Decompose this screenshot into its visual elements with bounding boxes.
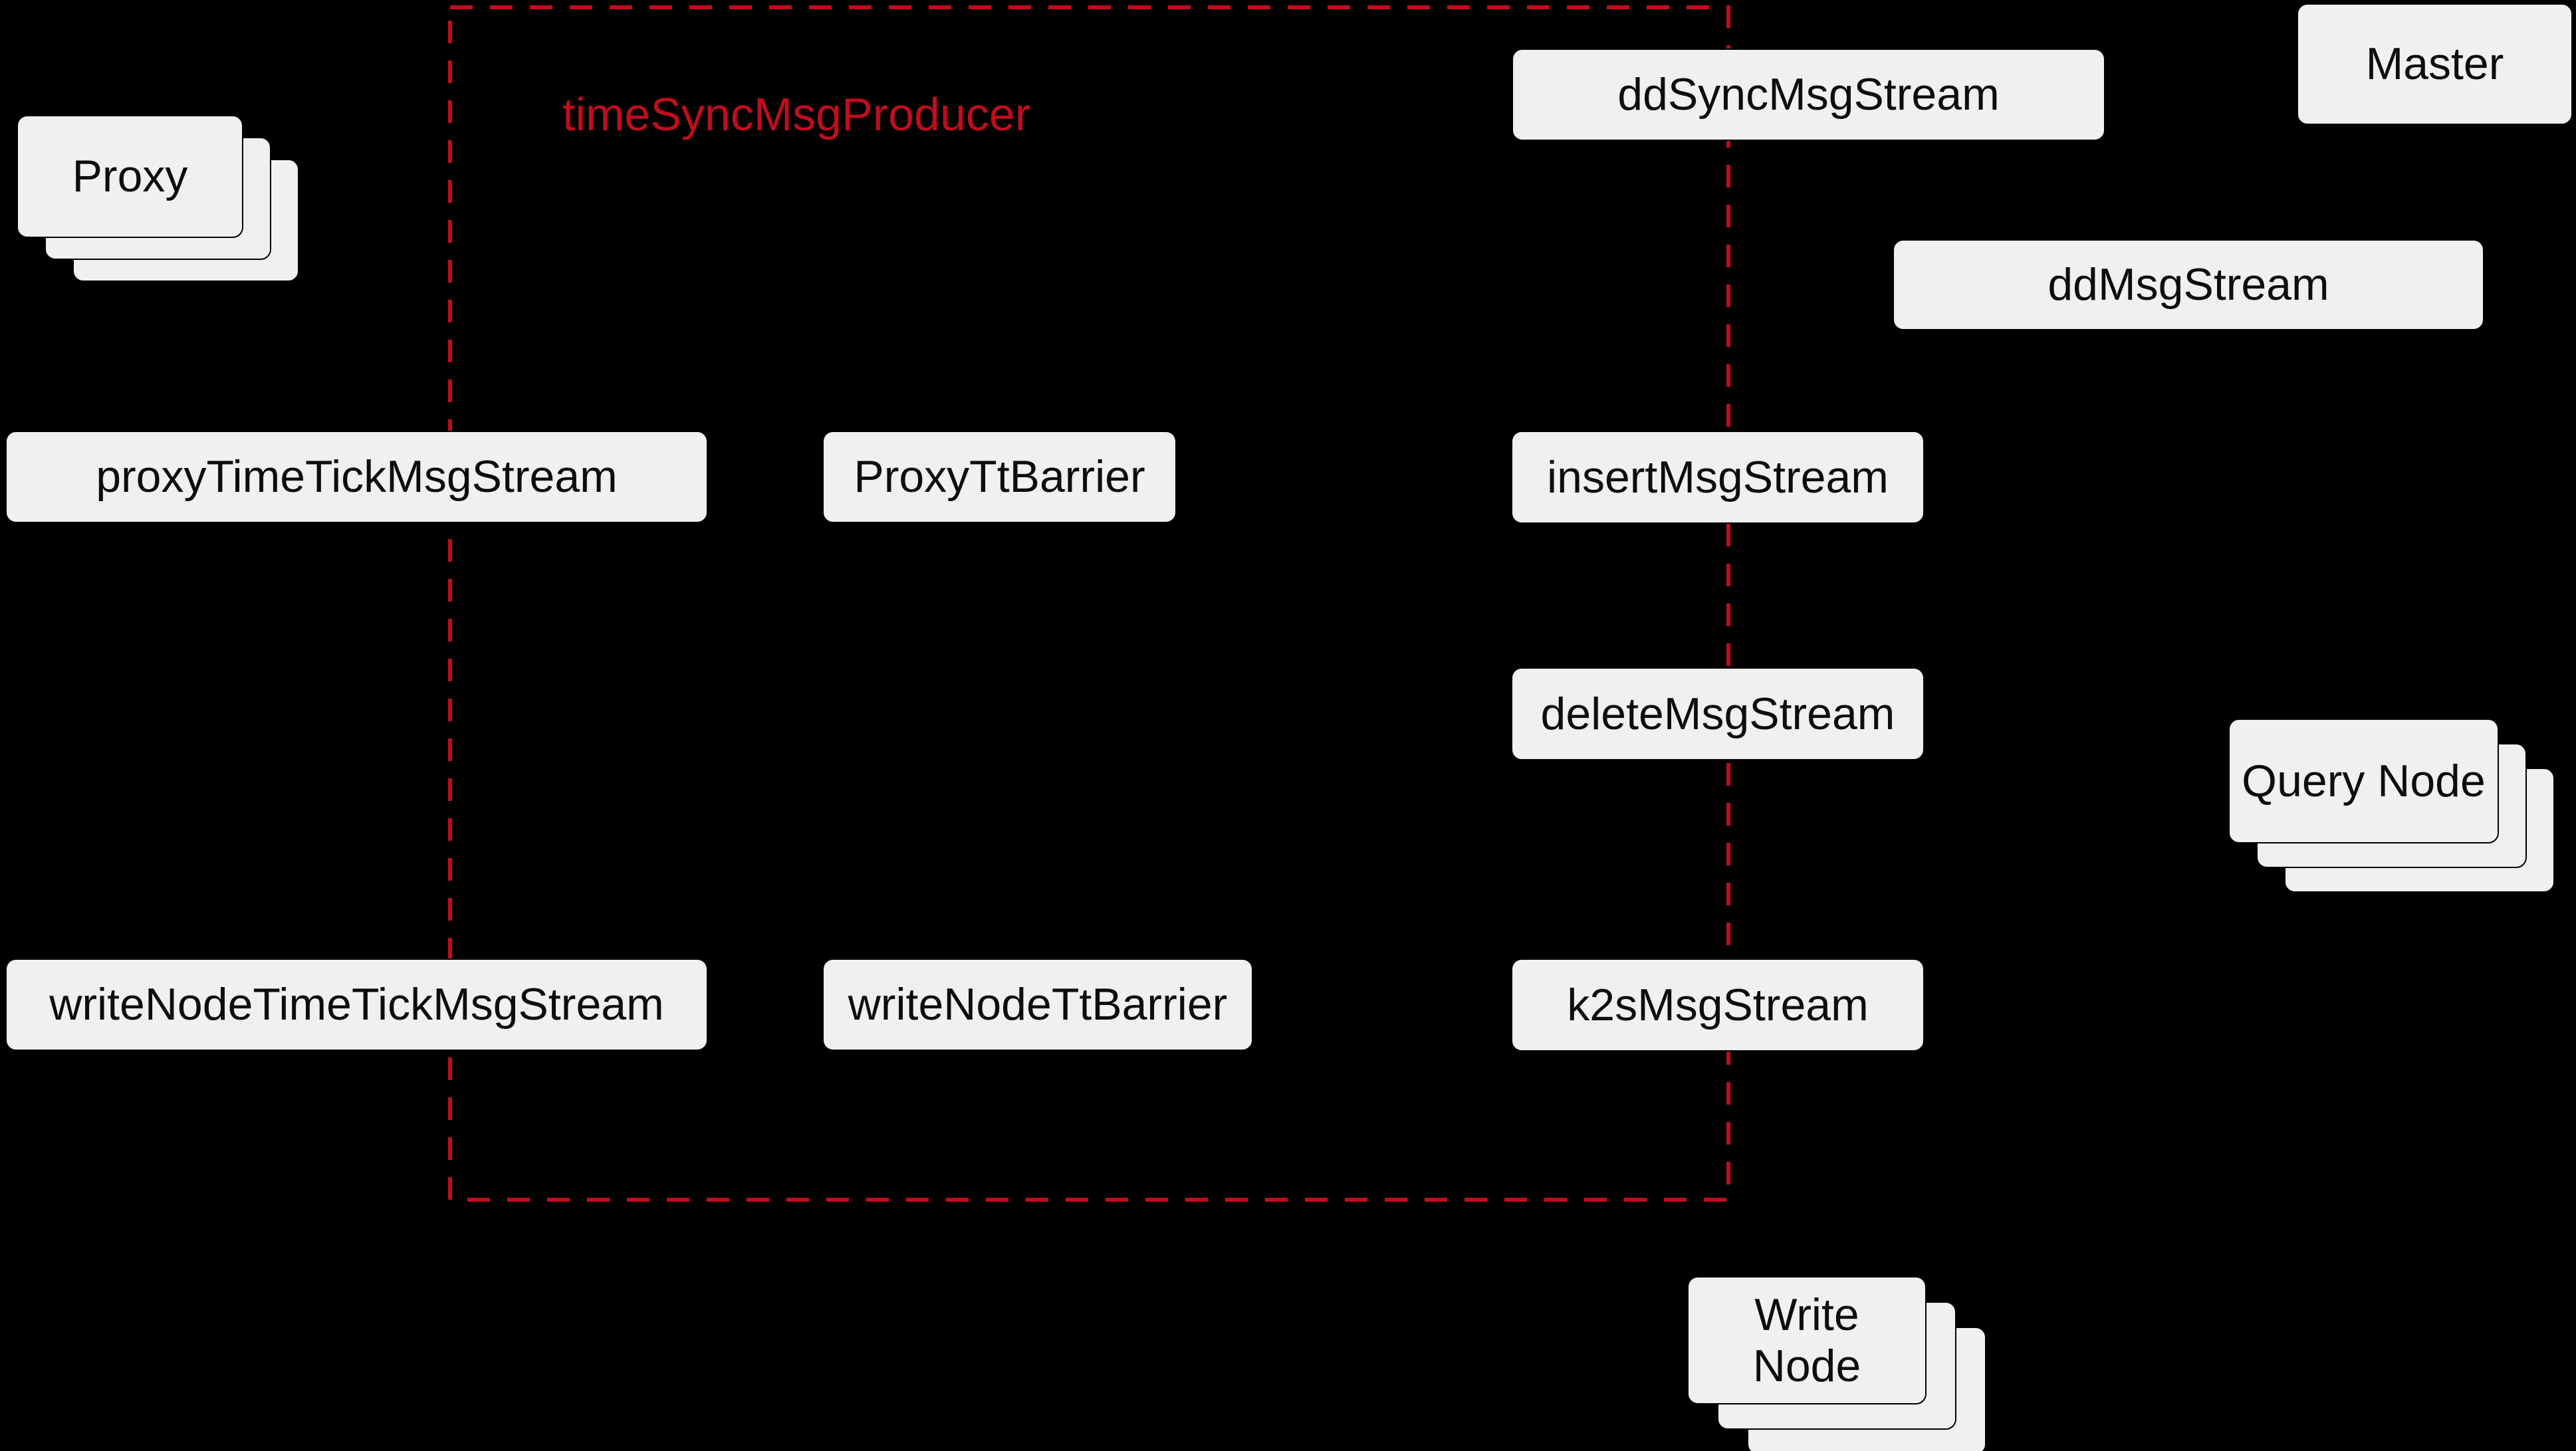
proxy-time-tick-msg-stream: proxyTimeTickMsgStream	[5, 431, 708, 523]
proxy-node: Proxy	[17, 115, 243, 238]
dd-sync-msg-stream: ddSyncMsgStream	[1512, 49, 2105, 141]
write-node-tt-barrier: writeNodeTtBarrier	[822, 958, 1253, 1051]
insert-msg-stream: insertMsgStream	[1511, 431, 1925, 524]
master-node: Master	[2297, 3, 2573, 125]
write-node: Write Node	[1687, 1276, 1927, 1404]
write-node-time-tick-msg-stream: writeNodeTimeTickMsgStream	[5, 958, 708, 1051]
k2s-msg-stream: k2sMsgStream	[1511, 958, 1925, 1052]
proxy-tt-barrier: ProxyTtBarrier	[822, 431, 1177, 523]
time-sync-producer-label: timeSyncMsgProducer	[562, 88, 1031, 140]
dd-msg-stream: ddMsgStream	[1893, 239, 2484, 330]
query-node: Query Node	[2228, 719, 2499, 843]
delete-msg-stream: deleteMsgStream	[1511, 667, 1925, 760]
